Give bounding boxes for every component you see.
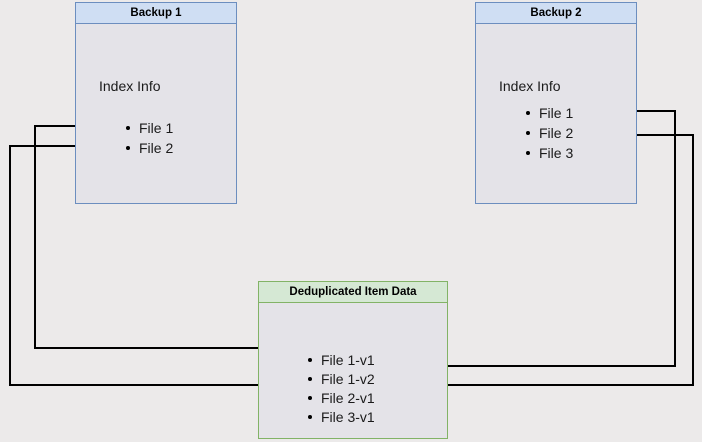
node-deduplicated-item-data[interactable]: Deduplicated Item Data File 1-v1 File 1-… xyxy=(258,281,448,439)
list-item[interactable]: File 1-v2 xyxy=(308,370,375,389)
backup-1-file-list: File 1 File 2 xyxy=(126,118,173,158)
node-backup-2[interactable]: Backup 2 Index Info File 1 File 2 File 3 xyxy=(475,2,637,204)
node-backup-1-title: Backup 1 xyxy=(76,3,236,24)
list-item[interactable]: File 2-v1 xyxy=(308,389,375,408)
list-item[interactable]: File 1 xyxy=(126,118,173,138)
list-item[interactable]: File 3-v1 xyxy=(308,408,375,427)
backup-2-index-info-label: Index Info xyxy=(499,78,561,94)
backup-1-index-info-label: Index Info xyxy=(99,78,161,94)
list-item[interactable]: File 1 xyxy=(526,103,573,123)
node-deduplicated-item-data-body: File 1-v1 File 1-v2 File 2-v1 File 3-v1 xyxy=(259,303,447,438)
node-backup-1-body: Index Info File 1 File 2 xyxy=(76,24,236,203)
list-item[interactable]: File 2 xyxy=(126,138,173,158)
dedup-file-list: File 1-v1 File 1-v2 File 2-v1 File 3-v1 xyxy=(308,351,375,427)
list-item[interactable]: File 1-v1 xyxy=(308,351,375,370)
list-item[interactable]: File 2 xyxy=(526,123,573,143)
node-backup-1[interactable]: Backup 1 Index Info File 1 File 2 xyxy=(75,2,237,204)
node-backup-2-body: Index Info File 1 File 2 File 3 xyxy=(476,24,636,203)
node-backup-2-title: Backup 2 xyxy=(476,3,636,24)
list-item[interactable]: File 3 xyxy=(526,143,573,163)
backup-2-file-list: File 1 File 2 File 3 xyxy=(526,103,573,163)
node-deduplicated-item-data-title: Deduplicated Item Data xyxy=(259,282,447,303)
